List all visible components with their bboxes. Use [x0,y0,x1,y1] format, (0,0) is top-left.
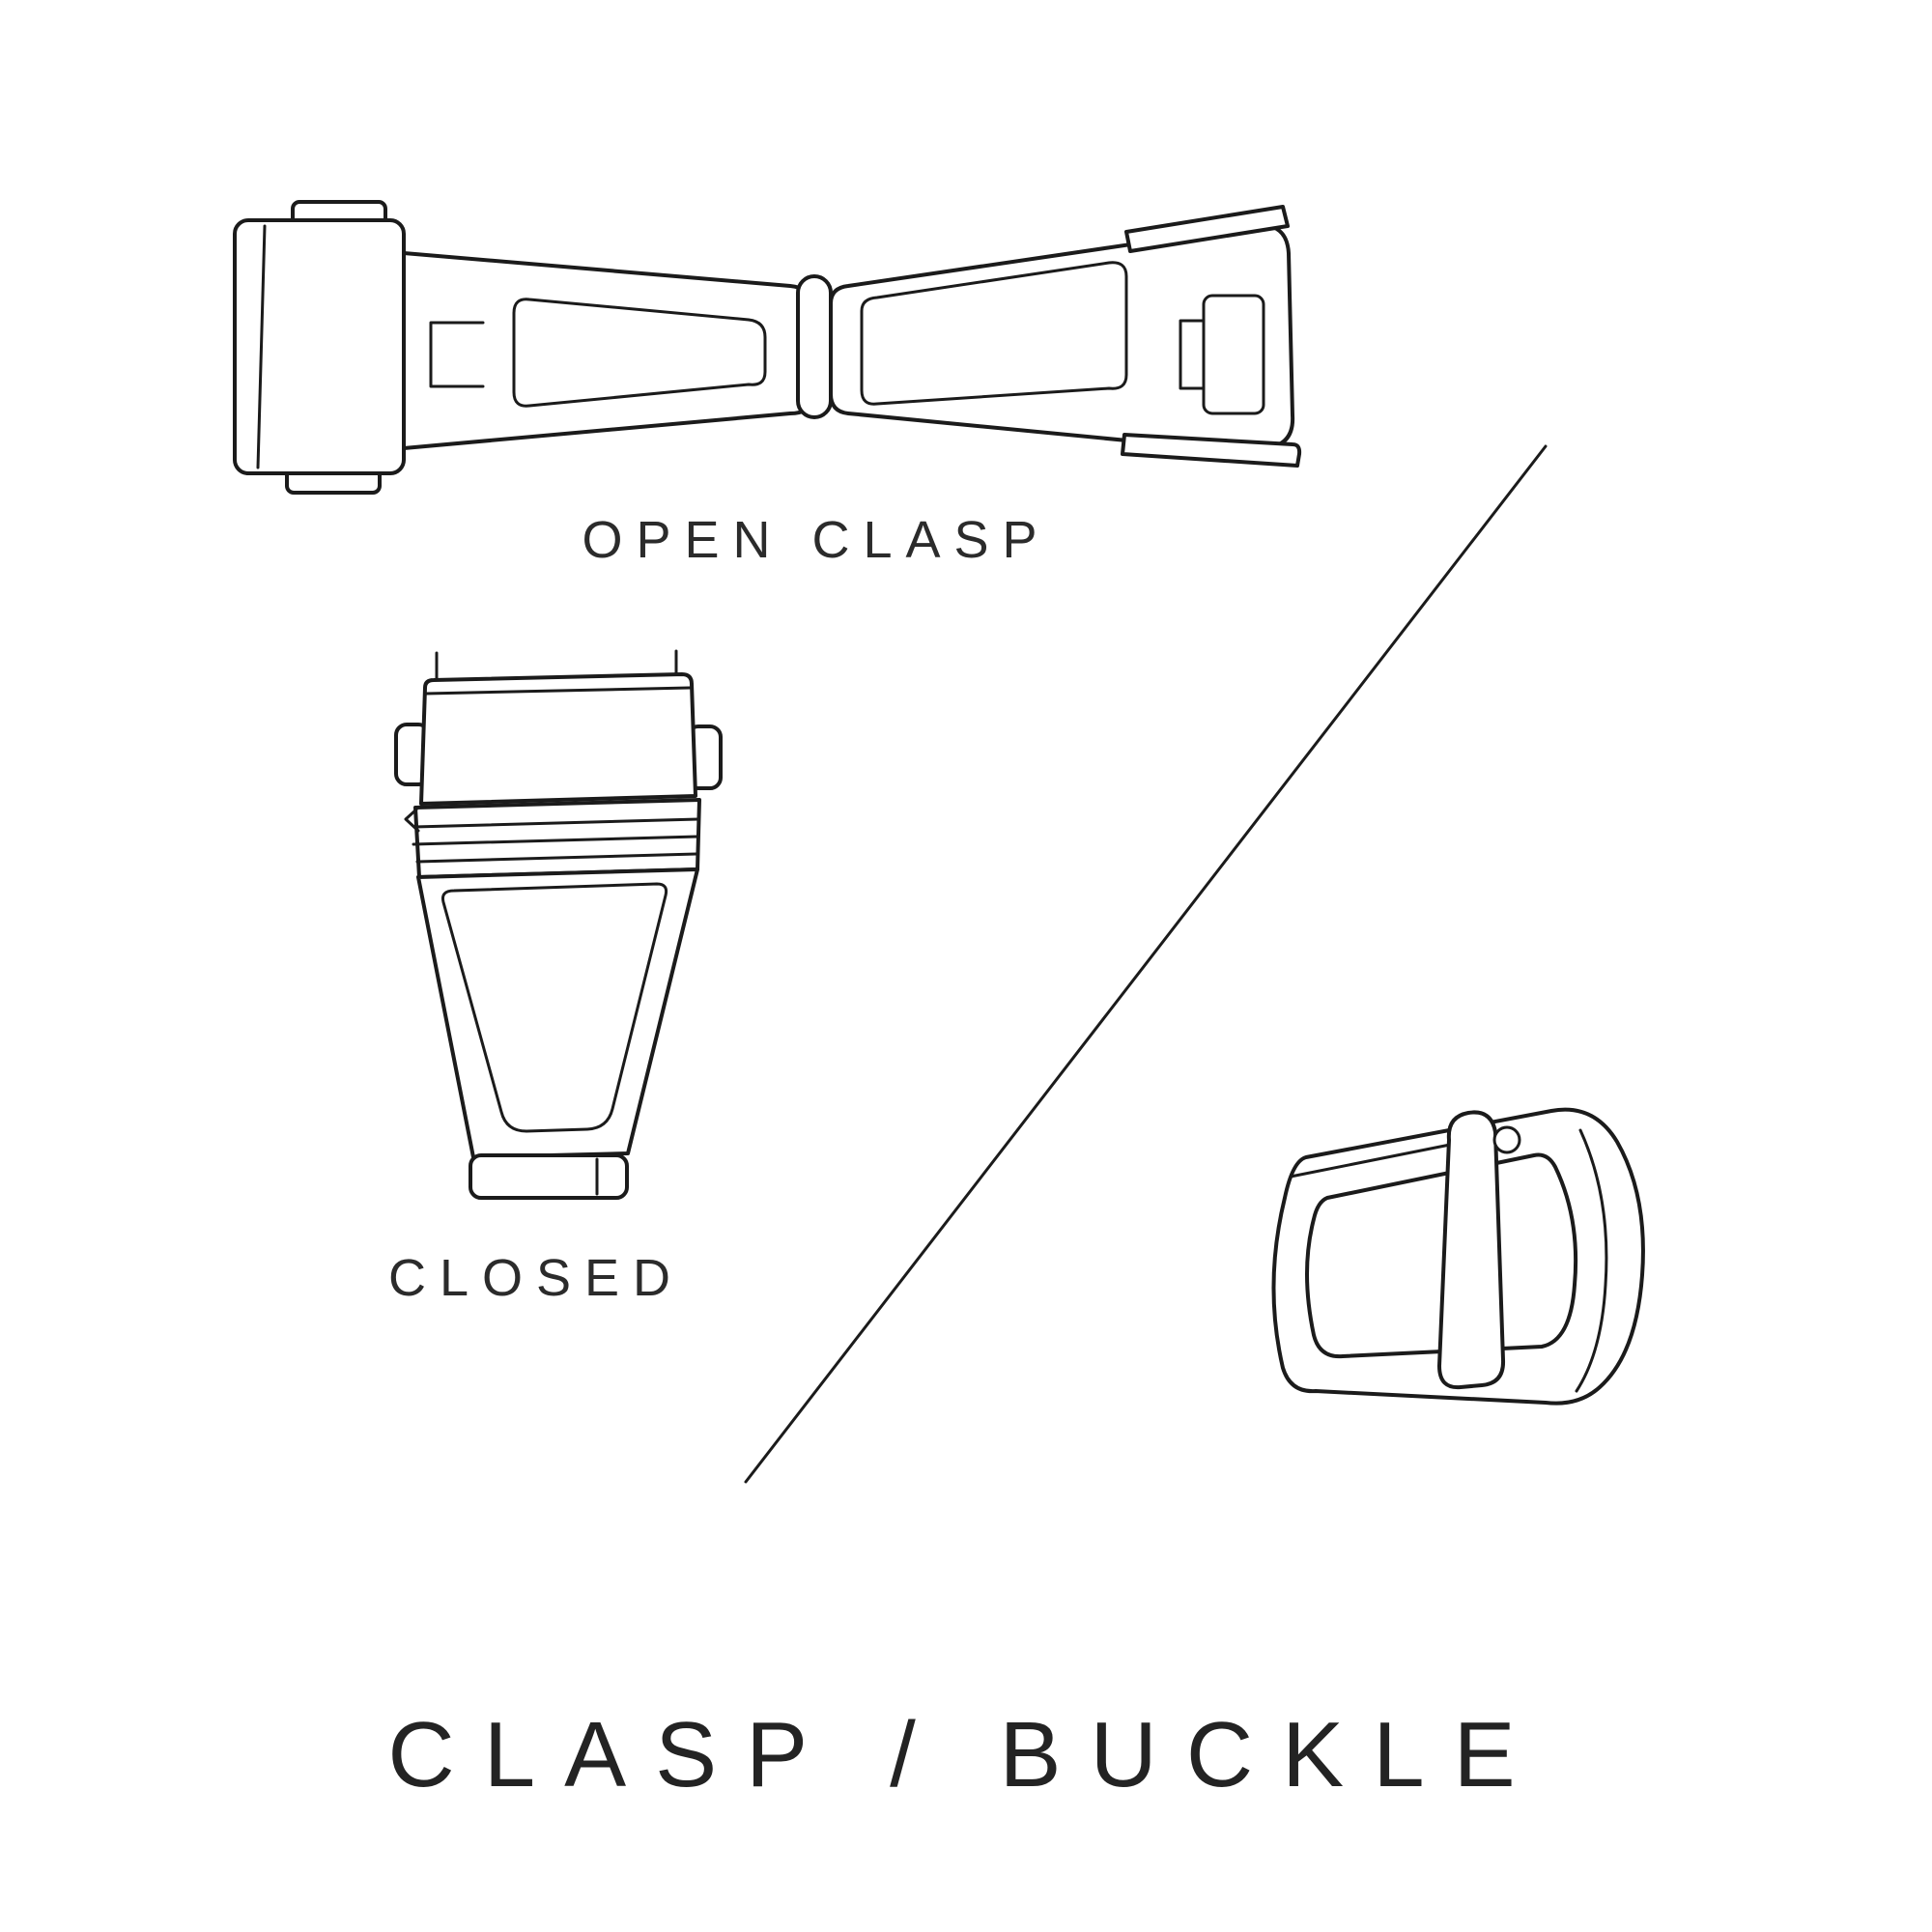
closed-clasp-foot [469,1153,629,1200]
buckle-inner-opening [1305,1152,1578,1359]
closed-clasp-label: CLOSED [387,1249,685,1307]
buckle-band-edge [1575,1128,1608,1393]
divider-line [744,444,1548,1484]
closed-clasp-band-line [415,852,698,864]
closed-clasp-top-cap [419,672,697,806]
closed-clasp-band-line [412,835,699,846]
closed-clasp-band-flare [404,808,420,833]
open-clasp-left-arm [402,251,811,450]
open-clasp-left-inner-outline [512,298,767,408]
open-clasp-right-inner-outline [860,261,1128,406]
open-clasp-illustration [233,200,1302,495]
open-clasp-end-cutout [1202,294,1265,415]
open-clasp-end-block-detail [256,224,267,469]
open-clasp-label: OPEN CLASP [582,511,1051,569]
open-clasp-left-notch [429,321,485,388]
open-clasp-right-arm [829,223,1295,452]
closed-clasp-cap-detail [424,686,692,696]
closed-clasp-illustration [394,649,723,1200]
page-title: CLASP / BUCKLE [387,1703,1545,1806]
open-clasp-hinge [796,274,833,419]
closed-clasp-body-inner-outline [441,882,668,1133]
closed-clasp-body [416,867,699,1159]
pin-buckle-illustration [1271,1107,1645,1406]
closed-clasp-band-line [412,817,700,829]
buckle-tongue [1437,1110,1506,1390]
open-clasp-top-strip [1124,205,1290,253]
open-clasp-end-hook [1179,319,1206,390]
buckle-tongue-loop [1492,1125,1521,1154]
open-clasp-bottom-strip [1121,433,1302,468]
